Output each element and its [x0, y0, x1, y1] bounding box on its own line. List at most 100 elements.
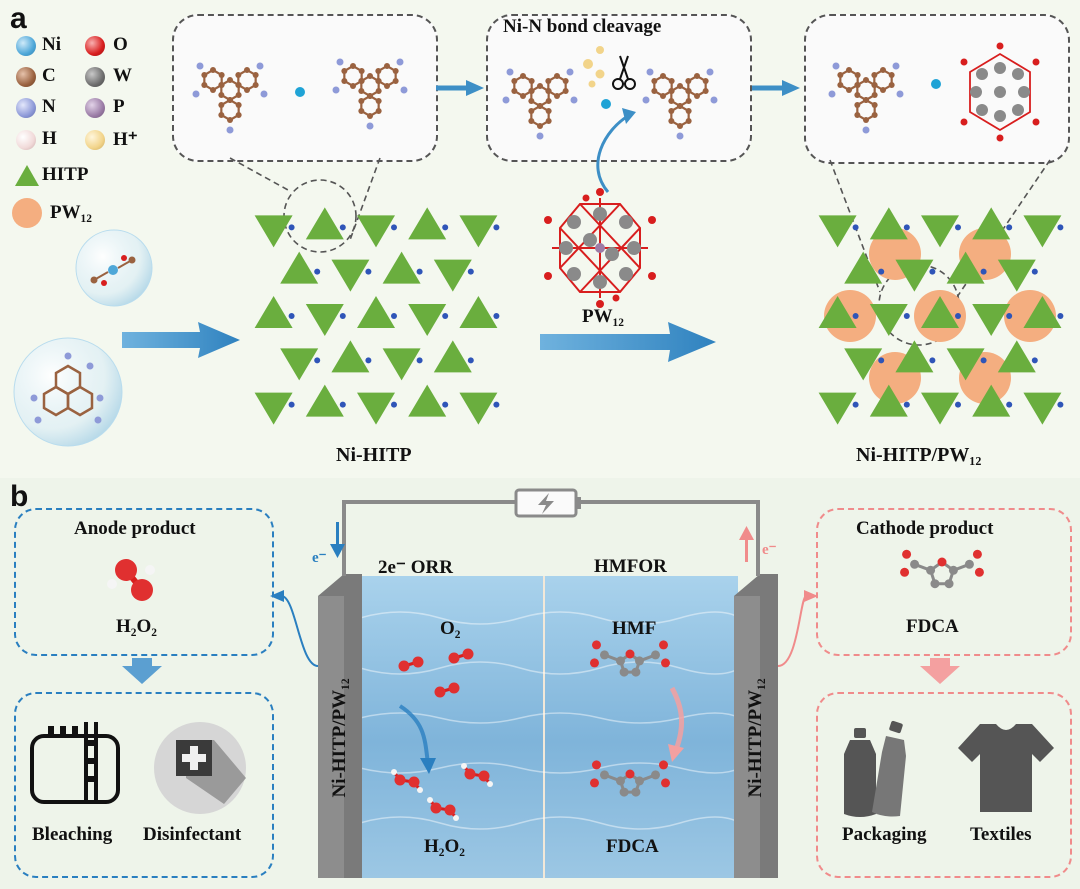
hitp-triangle [305, 304, 344, 336]
ni-node [929, 268, 936, 275]
ni-node [903, 401, 910, 408]
legend-hitp-triangle [15, 165, 39, 186]
hitp-triangle [997, 340, 1036, 373]
ni-node [288, 401, 295, 408]
use-packaging-label: Packaging [842, 824, 927, 845]
hitp-triangle [997, 259, 1036, 292]
disinfectant-icon [154, 722, 246, 814]
hitp-triangle [972, 304, 1011, 336]
anode-product-title: Anode product [74, 518, 196, 539]
right-reactant-label: HMF [612, 618, 657, 639]
cathode-product-box [816, 508, 1072, 656]
ni-node [288, 224, 295, 231]
hitp-triangle [280, 348, 319, 381]
ni-node [467, 268, 474, 275]
cleavage-arrow [596, 114, 629, 193]
ni-node [493, 224, 500, 231]
legend-n-swatch [16, 98, 36, 118]
anode-down-arrow [122, 658, 162, 684]
ni-node [314, 268, 321, 275]
cathode-to-product-line [777, 595, 807, 667]
ni-hitp-lattice [254, 207, 500, 425]
ni-node [1057, 224, 1064, 231]
panel-a-graphics [13, 42, 1064, 447]
ni-node [1006, 313, 1013, 319]
circuit-wire [342, 500, 760, 576]
hitp-triangle [382, 348, 421, 381]
right-product-label: FDCA [606, 836, 659, 857]
scissors-icon [612, 55, 636, 90]
ni-node [878, 357, 885, 364]
legend-c-label: C [42, 65, 56, 86]
hitp-triangle [869, 304, 908, 336]
hitp-triangle [433, 259, 472, 292]
ni-node [1057, 313, 1064, 319]
battery-icon [514, 488, 581, 518]
cathode-electrode-label: Ni-HITP/PW₁₂ [745, 678, 766, 798]
legend-hplus-swatch [85, 130, 105, 150]
ni-node [467, 357, 474, 364]
legend-n-label: N [42, 96, 56, 117]
proton-bubbles [583, 46, 605, 88]
legend-hplus-label: H⁺ [113, 129, 138, 150]
cathode-product-name: FDCA [906, 616, 959, 637]
hitp-triangle [331, 340, 370, 373]
ni-node [980, 268, 987, 275]
ni-node [288, 313, 295, 319]
hitp-triangle [382, 251, 421, 284]
ni-node [955, 224, 961, 231]
pw12-cluster [544, 188, 656, 308]
legend-c-swatch [16, 67, 36, 87]
hitp-triangle [1023, 215, 1062, 248]
legend-ni-label: Ni [42, 34, 61, 55]
ni-node [903, 224, 910, 231]
ni-node [365, 268, 372, 275]
panel-a: a Ni O C W N P H H⁺ HITP PW₁₂ Ni-N bond … [0, 0, 1080, 478]
hitp-triangle [921, 392, 959, 425]
cathode-electrode [734, 574, 778, 878]
ni-node [903, 313, 910, 319]
zoom-connector-left [229, 157, 381, 241]
ni-node [1006, 401, 1013, 408]
hmfor-arrow [669, 686, 685, 751]
legend-o-swatch [85, 36, 105, 56]
ni-node [955, 313, 961, 319]
anode-to-product-line [281, 595, 319, 667]
ni-node [852, 224, 859, 231]
ni-node [493, 313, 500, 319]
left-half-label: 2e⁻ ORR [378, 557, 453, 578]
ni-node [1031, 357, 1038, 364]
hitp-triangle [357, 392, 395, 425]
hitp-triangle [1023, 392, 1062, 425]
hitp-triangle [869, 384, 908, 417]
hitp-triangle [254, 392, 293, 425]
right-half-label: HMFOR [594, 556, 667, 577]
zoom-molecules [192, 42, 1040, 142]
legend-h-swatch [16, 130, 36, 150]
ni-node [852, 313, 859, 319]
hitp-triangle [818, 392, 857, 425]
pw12-loading-arrow [540, 322, 716, 362]
anode-uses-box [14, 692, 274, 878]
textiles-icon [958, 724, 1054, 812]
pw12-label: PW₁₂ [582, 306, 624, 327]
use-bleaching-label: Bleaching [32, 824, 113, 845]
ni-node [852, 401, 859, 408]
hitp-triangle [254, 215, 293, 248]
ni-node [1057, 401, 1064, 408]
ni-node [339, 224, 346, 231]
panel-letter-b: b [10, 480, 29, 513]
ni-node [391, 313, 397, 319]
hitp-triangle [357, 296, 395, 328]
legend-pw-swatch [12, 198, 42, 228]
electron-arrow-cathode [739, 526, 754, 562]
bond-cleavage-label: Ni-N bond cleavage [503, 16, 662, 37]
ni-node [493, 401, 500, 408]
hitp-triangle [433, 340, 472, 373]
hitp-triangle [844, 348, 883, 381]
ni-node [339, 313, 346, 319]
composite-label: Ni-HITP/PW₁₂ [856, 444, 982, 466]
cathode-uses-box [816, 692, 1072, 878]
hitp-triangle [972, 384, 1011, 417]
legend-p-label: P [113, 96, 125, 117]
